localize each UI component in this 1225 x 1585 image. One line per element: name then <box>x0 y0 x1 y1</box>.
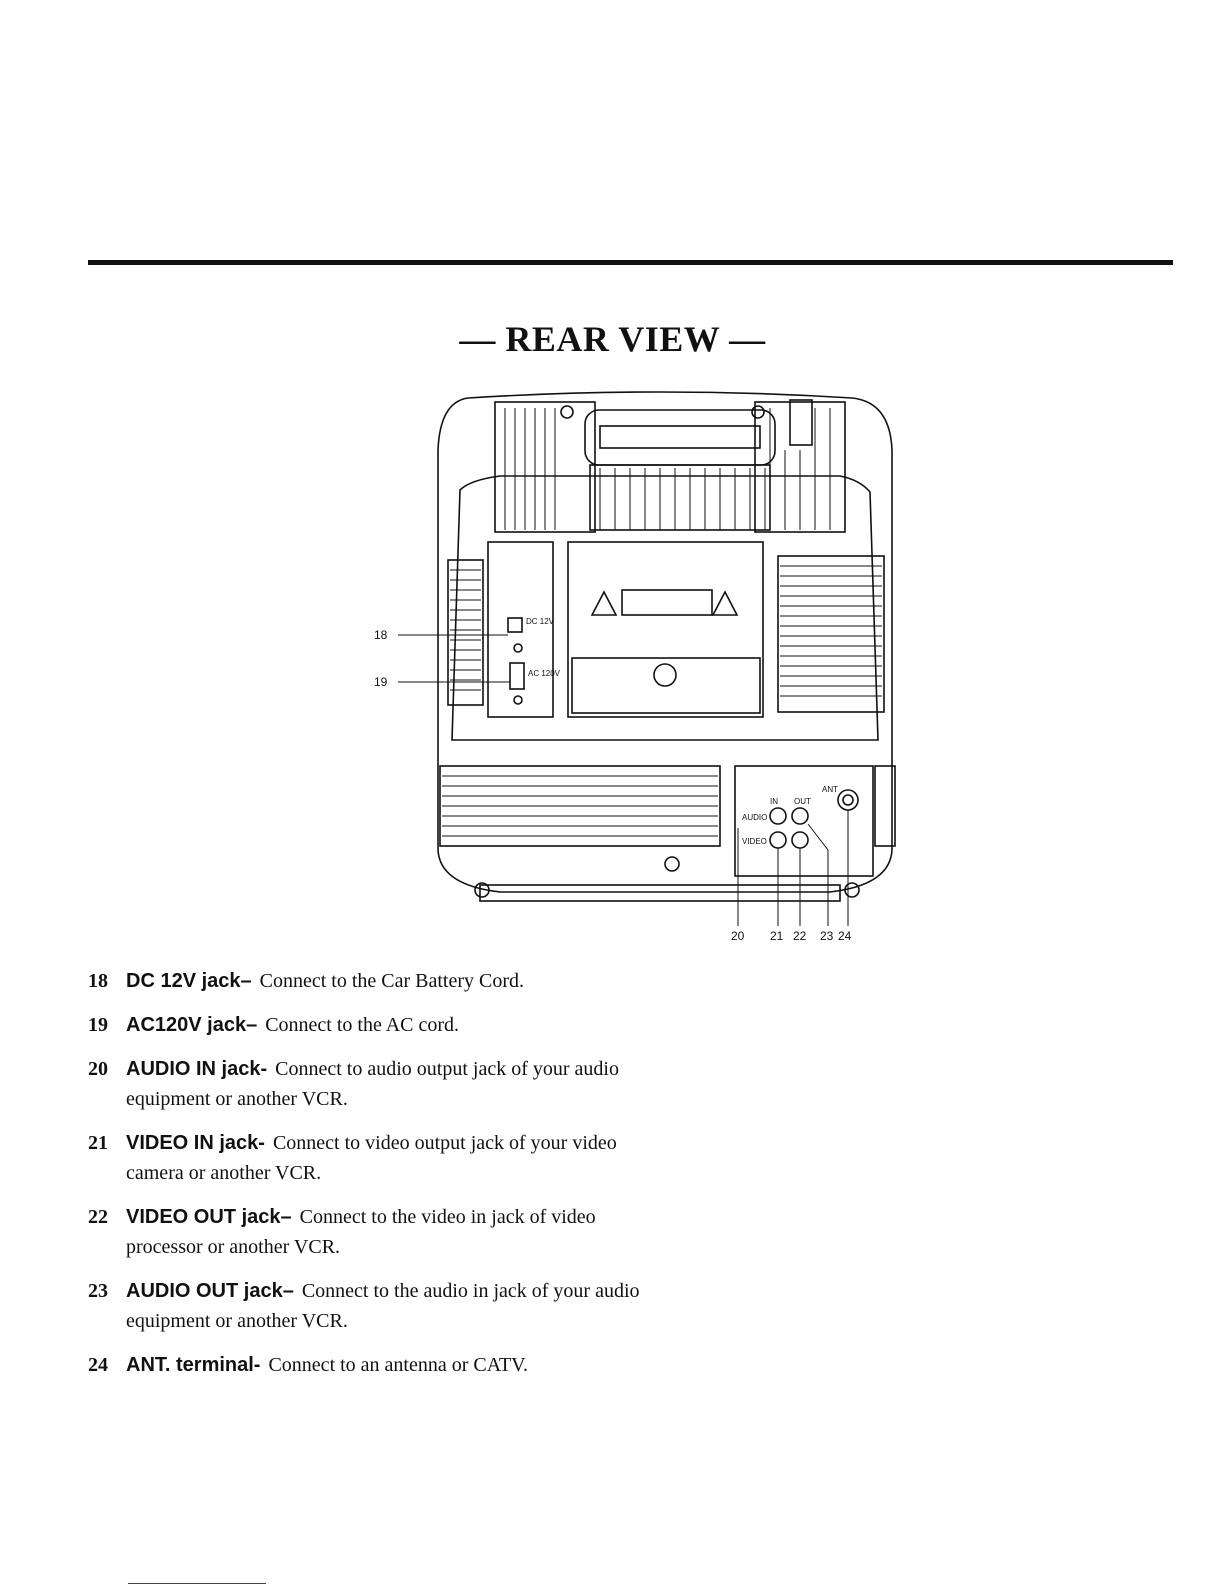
list-item: 20 AUDIO IN jack-Connect to audio output… <box>88 1054 648 1114</box>
item-description: Connect to the video in jack of video pr… <box>126 1206 596 1258</box>
item-number: 19 <box>88 1014 108 1036</box>
item-number: 23 <box>88 1280 108 1302</box>
item-number: 24 <box>88 1354 108 1376</box>
page-title: — REAR VIEW — <box>459 319 766 359</box>
rear-view-diagram: DC 12V AC 120V IN OUT AUDIO VIDEO ANT 18… <box>374 391 896 943</box>
panel-label-dc: DC 12V <box>526 617 555 626</box>
panel-label-out: OUT <box>794 797 811 806</box>
jack-descriptions: 18 DC 12V jack– Connect to the Car Batter… <box>88 966 648 1394</box>
item-label: AUDIO OUT jack– <box>126 1280 294 1302</box>
list-item: 24 ANT. terminal- Connect to an antenna o… <box>88 1350 648 1380</box>
callout-22: 22 <box>793 929 807 943</box>
panel-label-video: VIDEO <box>742 837 767 846</box>
header-rule <box>88 260 1173 265</box>
item-description: Connect to an antenna or CATV. <box>268 1354 529 1376</box>
item-label: DC 12V jack– <box>126 970 252 992</box>
panel-label-ac: AC 120V <box>528 669 561 678</box>
item-label: AUDIO IN jack- <box>126 1058 268 1080</box>
item-label: ANT. terminal- <box>126 1354 261 1376</box>
item-number: 21 <box>88 1132 108 1154</box>
list-item: 21 VIDEO IN jack-Connect to video output… <box>88 1128 648 1188</box>
item-number: 22 <box>88 1206 108 1228</box>
item-number: 20 <box>88 1058 108 1080</box>
list-item: 22 VIDEO OUT jack–Connect to the video i… <box>88 1202 648 1262</box>
item-description: Connect to the AC cord. <box>265 1014 460 1036</box>
callout-19: 19 <box>374 675 388 689</box>
list-item: 23 AUDIO OUT jack–Connect to the audio i… <box>88 1276 648 1336</box>
scan-edge-line <box>128 1583 266 1584</box>
panel-label-audio: AUDIO <box>742 813 767 822</box>
callout-20: 20 <box>731 929 745 943</box>
callout-18: 18 <box>374 628 388 642</box>
item-description: Connect to video output jack of your vid… <box>126 1132 617 1184</box>
list-item: 19 AC120V jack– Connect to the AC cord. <box>88 1010 648 1040</box>
item-label: VIDEO OUT jack– <box>126 1206 292 1228</box>
item-number: 18 <box>88 970 108 992</box>
panel-label-ant: ANT <box>822 785 838 794</box>
callout-24: 24 <box>838 929 852 943</box>
item-description: Connect to audio output jack of your aud… <box>126 1058 619 1110</box>
panel-label-in: IN <box>770 797 778 806</box>
item-label: AC120V jack– <box>126 1014 258 1036</box>
item-label: VIDEO IN jack- <box>126 1132 265 1154</box>
item-description: Connect to the audio in jack of your aud… <box>126 1280 640 1332</box>
callout-23: 23 <box>820 929 834 943</box>
item-description: Connect to the Car Battery Cord. <box>259 970 525 992</box>
callout-21: 21 <box>770 929 784 943</box>
list-item: 18 DC 12V jack– Connect to the Car Batter… <box>88 966 648 996</box>
